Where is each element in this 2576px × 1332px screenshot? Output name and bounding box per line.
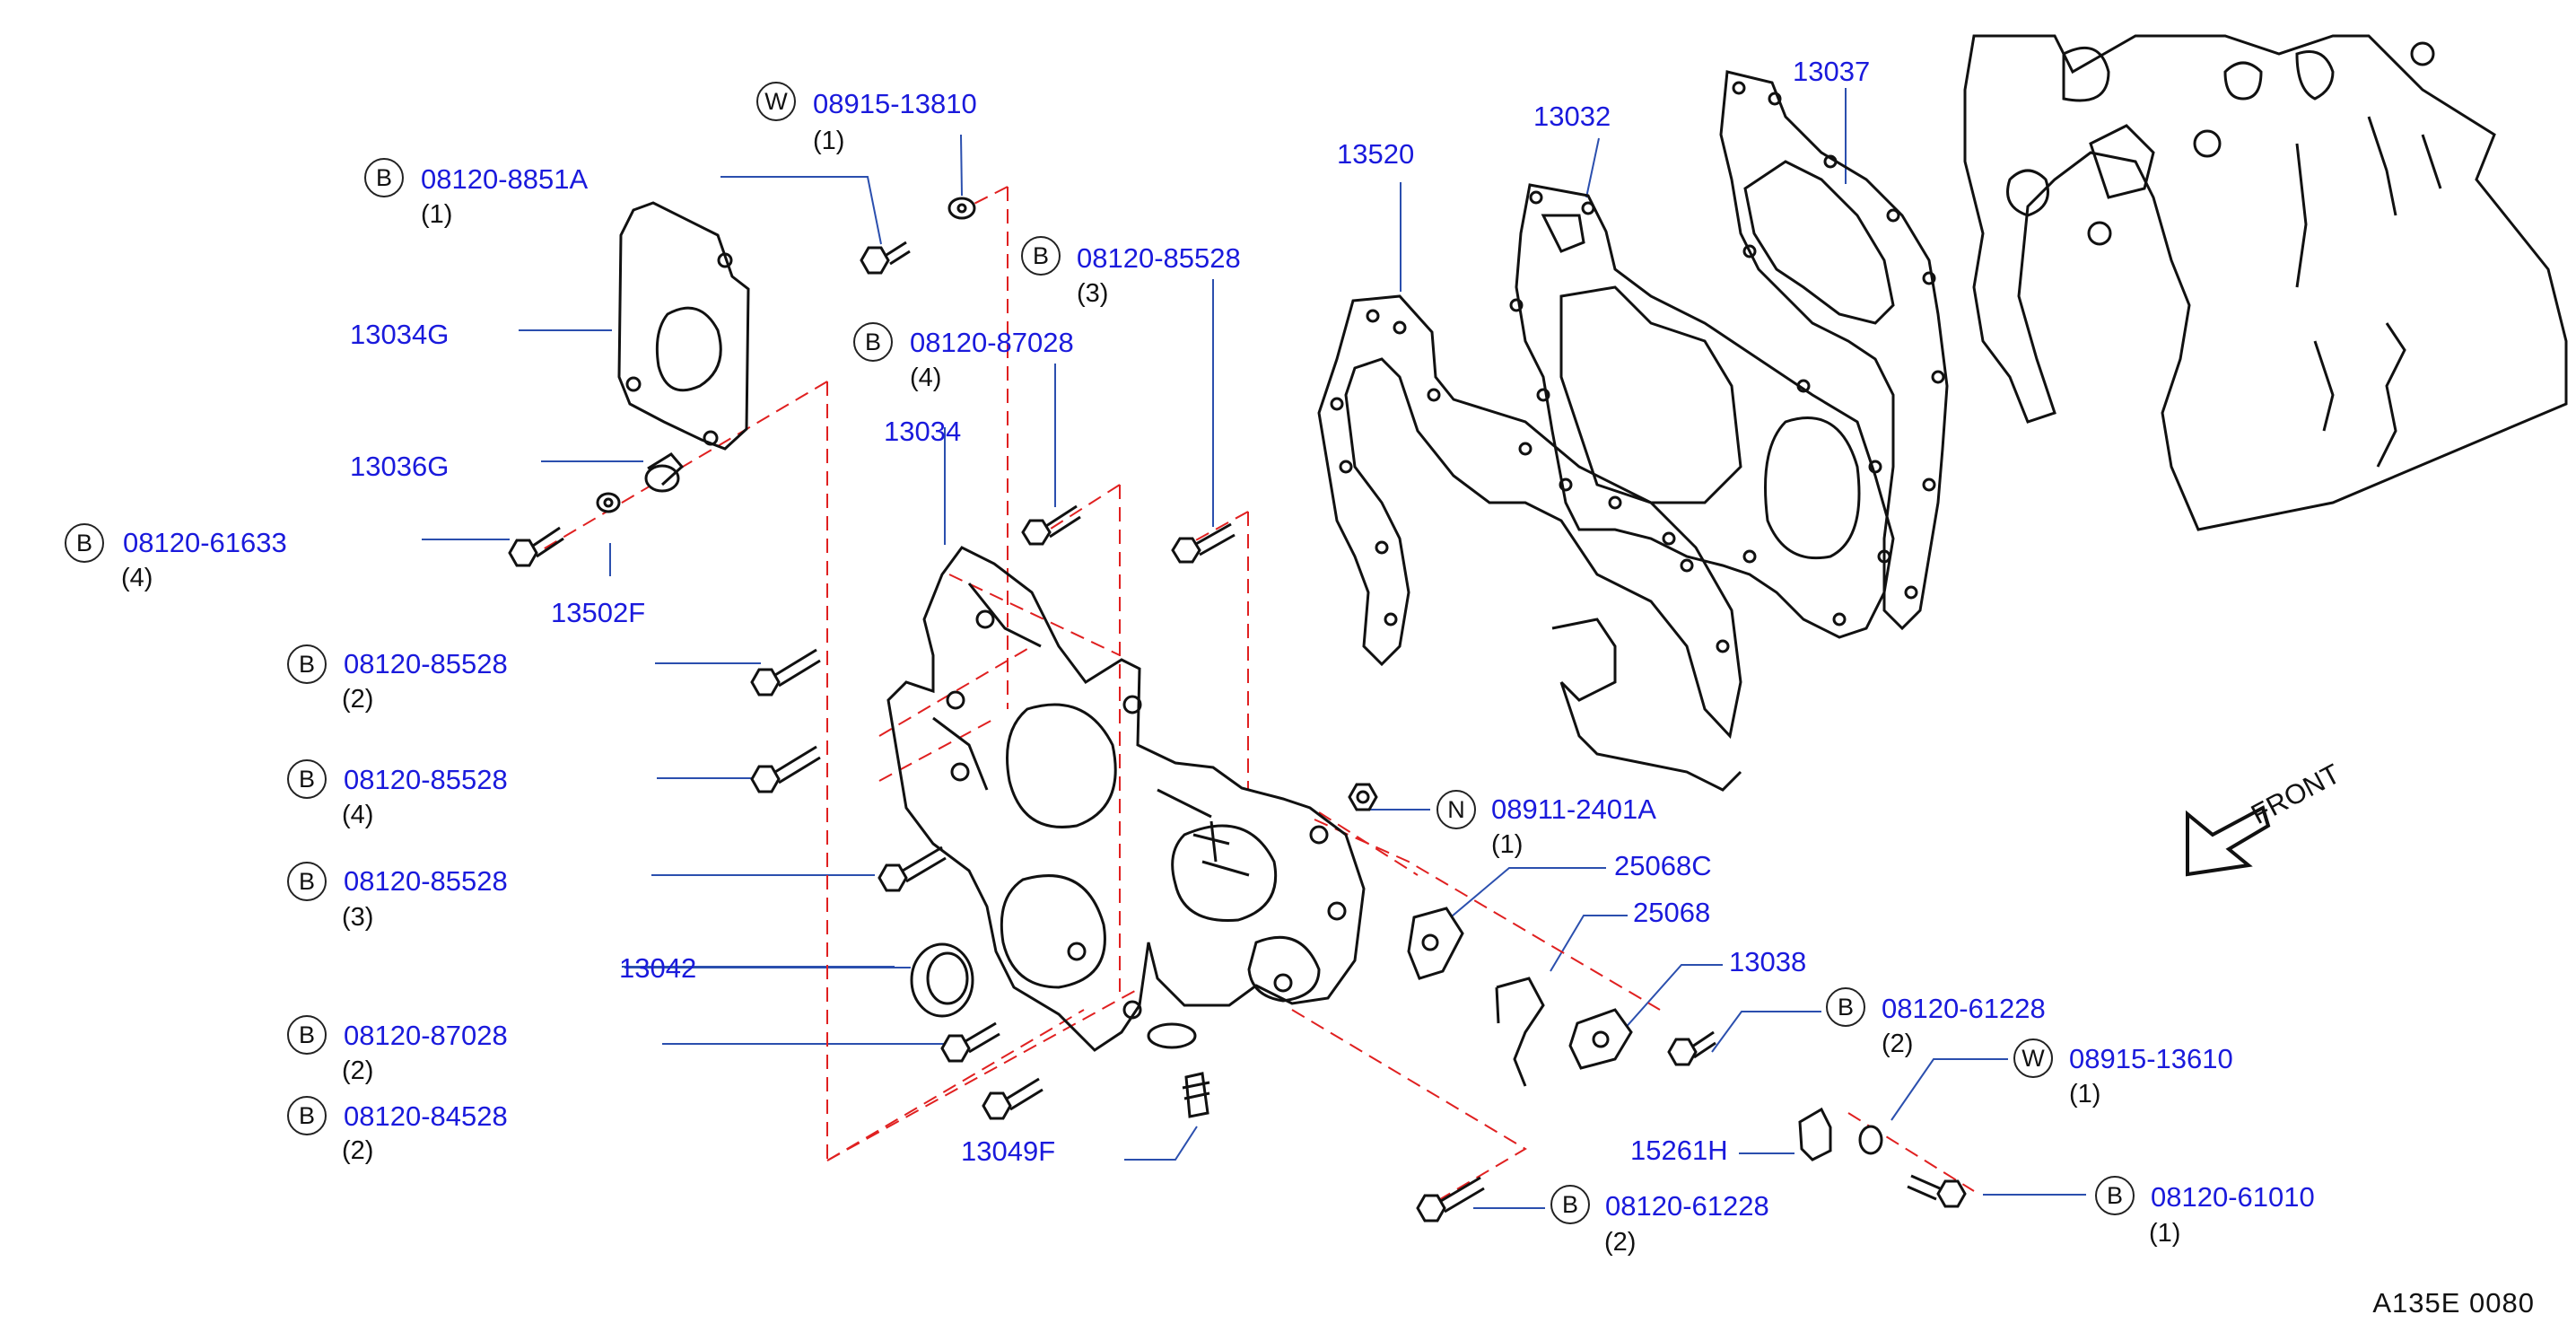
bolt-badge: B bbox=[1550, 1185, 1590, 1224]
washer-badge: W bbox=[2013, 1038, 2053, 1078]
front-plate-13034g bbox=[617, 201, 750, 451]
part-number-13034[interactable]: 13034 bbox=[884, 416, 962, 447]
part-number-13042[interactable]: 13042 bbox=[619, 952, 697, 984]
part-number-08911-2401a[interactable]: 08911-2401A bbox=[1491, 793, 1656, 825]
quantity: (1) bbox=[421, 200, 453, 229]
part-number-13032[interactable]: 13032 bbox=[1533, 101, 1611, 132]
timing-cover-13034 bbox=[886, 546, 1366, 1052]
part-number-08915-13810[interactable]: 08915-13810 bbox=[813, 88, 977, 119]
quantity: (2) bbox=[342, 1056, 374, 1085]
quantity: (2) bbox=[1882, 1030, 1914, 1058]
fasteners bbox=[508, 197, 1967, 1222]
part-number-13034g[interactable]: 13034G bbox=[350, 319, 450, 350]
gasket-13032 bbox=[1509, 183, 1895, 792]
gasket-13520 bbox=[1317, 294, 1742, 740]
part-number-08120-85528[interactable]: 08120-85528 bbox=[344, 764, 508, 795]
part-number-08120-61228[interactable]: 08120-61228 bbox=[1605, 1190, 1769, 1222]
part-number-25068c[interactable]: 25068C bbox=[1614, 850, 1712, 881]
part-number-13049f[interactable]: 13049F bbox=[961, 1135, 1056, 1167]
part-number-08120-61010[interactable]: 08120-61010 bbox=[2151, 1181, 2315, 1213]
part-number-08120-85528[interactable]: 08120-85528 bbox=[1077, 242, 1241, 274]
quantity: (4) bbox=[910, 364, 942, 392]
bolt-badge: B bbox=[65, 523, 104, 563]
quantity: (4) bbox=[121, 564, 153, 592]
quantity: (3) bbox=[342, 903, 374, 932]
part-number-08120-87028[interactable]: 08120-87028 bbox=[344, 1020, 508, 1051]
quantity: (1) bbox=[813, 127, 845, 155]
part-number-08120-85528[interactable]: 08120-85528 bbox=[344, 865, 508, 897]
part-number-13038[interactable]: 13038 bbox=[1729, 946, 1807, 977]
quantity: (3) bbox=[1077, 279, 1109, 308]
quantity: (1) bbox=[2069, 1080, 2101, 1109]
part-number-08120-84528[interactable]: 08120-84528 bbox=[344, 1100, 508, 1132]
bolt-badge: B bbox=[287, 644, 327, 684]
part-number-13036g[interactable]: 13036G bbox=[350, 451, 450, 482]
leader-lines bbox=[422, 88, 2086, 1209]
bolt-badge: B bbox=[364, 158, 404, 197]
quantity: (2) bbox=[342, 1136, 374, 1165]
quantity: (2) bbox=[1604, 1228, 1637, 1257]
part-number-08915-13610[interactable]: 08915-13610 bbox=[2069, 1043, 2233, 1074]
part-number-08120-61633[interactable]: 08120-61633 bbox=[123, 527, 287, 558]
part-number-13037[interactable]: 13037 bbox=[1793, 56, 1871, 87]
part-number-08120-8851a[interactable]: 08120-8851A bbox=[421, 163, 589, 195]
assembly-dash-lines bbox=[542, 186, 1975, 1208]
nut-badge: N bbox=[1436, 790, 1476, 829]
part-number-25068[interactable]: 25068 bbox=[1633, 897, 1711, 928]
washer-badge: W bbox=[756, 82, 796, 121]
bolt-badge: B bbox=[287, 1096, 327, 1135]
quantity: (1) bbox=[2149, 1219, 2181, 1248]
bolt-badge: B bbox=[1021, 236, 1061, 276]
bolt-badge: B bbox=[287, 1015, 327, 1055]
bolt-badge: B bbox=[287, 862, 327, 901]
gasket-13037 bbox=[1719, 70, 1949, 631]
diagram-code: A135E 0080 bbox=[2372, 1287, 2535, 1319]
bolt-badge: B bbox=[1826, 987, 1865, 1027]
quantity: (2) bbox=[342, 685, 374, 714]
part-number-13520[interactable]: 13520 bbox=[1337, 138, 1415, 170]
quantity: (4) bbox=[342, 801, 374, 829]
front-arrow bbox=[2186, 805, 2271, 877]
quantity: (1) bbox=[1491, 830, 1524, 859]
part-number-13502f[interactable]: 13502F bbox=[551, 597, 646, 628]
engine-block bbox=[1963, 34, 2568, 531]
part-number-15261h[interactable]: 15261H bbox=[1630, 1135, 1728, 1166]
bolt-badge: B bbox=[2095, 1176, 2135, 1215]
part-number-08120-85528[interactable]: 08120-85528 bbox=[344, 648, 508, 679]
bolt-badge: B bbox=[287, 759, 327, 799]
part-number-08120-61228[interactable]: 08120-61228 bbox=[1882, 993, 2046, 1024]
part-number-08120-87028[interactable]: 08120-87028 bbox=[910, 327, 1074, 358]
bolt-badge: B bbox=[853, 322, 893, 362]
